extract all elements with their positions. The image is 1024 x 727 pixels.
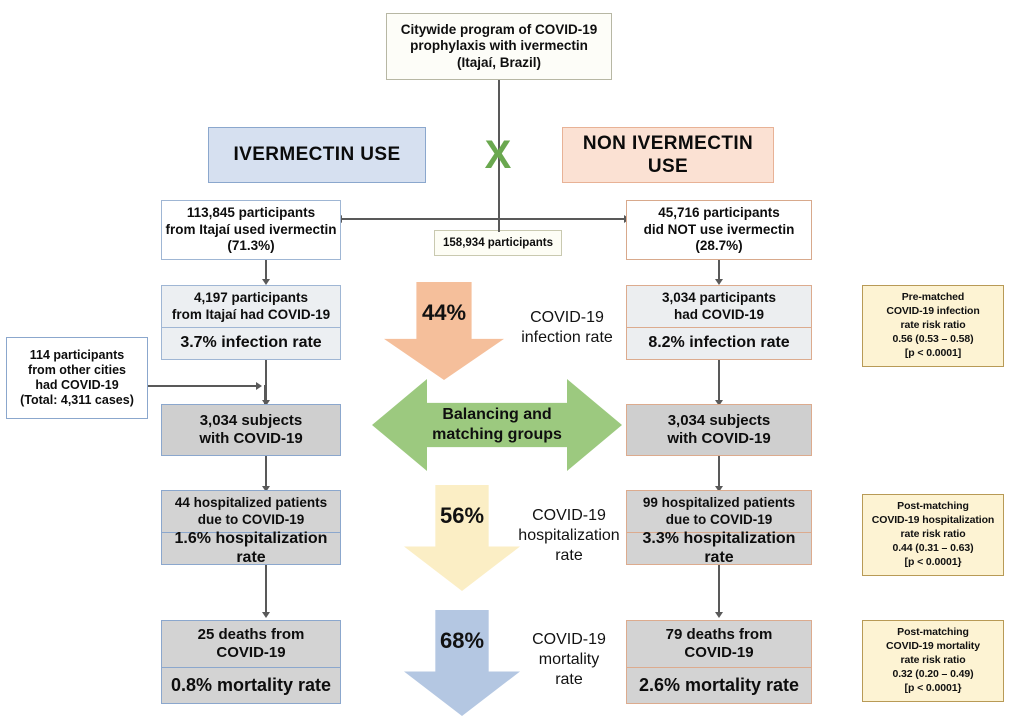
risk-ratio-title-infection: Pre-matched COVID-19 infection rate risk…	[886, 291, 980, 332]
connector-other-cities	[148, 385, 258, 387]
arrowhead-left-1	[262, 279, 270, 285]
reduction-arrow-infection: 44%	[384, 282, 504, 380]
arrowhead-left-2	[262, 400, 270, 406]
banner-ivermectin-label: IVERMECTIN USE	[233, 144, 401, 166]
total-participants-box: 158,934 participants	[434, 230, 562, 256]
risk-ratio-pvalue-mortality: [p < 0.0001}	[904, 681, 962, 694]
risk-ratio-value-hospitalization: 0.44 (0.31 – 0.63)	[892, 541, 974, 554]
reduction-value-infection: 44%	[421, 300, 467, 325]
reduction-label-mortality-text: COVID-19 mortality rate	[532, 631, 606, 688]
connector-right-3	[718, 456, 720, 490]
reduction-label-infection-text: COVID-19 infection rate	[521, 309, 613, 346]
connector-center-to-right	[498, 218, 626, 220]
left-infection-count: 4,197 participants from Itajaí had COVID…	[161, 285, 341, 328]
left-hospitalization-rate: 1.6% hospitalization rate	[161, 530, 341, 566]
right-mortality-count: 79 deaths from COVID-19	[626, 620, 812, 668]
reduction-label-infection: COVID-19 infection rate	[508, 300, 626, 356]
other-cities-text: 114 participants from other cities had C…	[20, 347, 134, 408]
reduction-value-hospitalization: 56%	[439, 503, 485, 528]
balancing-matching-arrow: Balancing and matching groups	[372, 379, 622, 471]
right-hospitalization-count: 99 hospitalized patients due to COVID-19	[626, 490, 812, 533]
left-mortality-count: 25 deaths from COVID-19	[161, 620, 341, 668]
risk-ratio-box-infection: Pre-matched COVID-19 infection rate risk…	[862, 285, 1004, 367]
arrowhead-left-4	[262, 612, 270, 618]
connector-other-cities-down	[264, 385, 266, 404]
right-hospitalization-rate: 3.3% hospitalization rate	[626, 530, 812, 566]
banner-non-ivermectin-use: NON IVERMECTIN USE	[562, 127, 774, 183]
right-infection-count: 3,034 participants had COVID-19	[626, 285, 812, 328]
split-x-glyph: X	[484, 133, 512, 177]
right-infection-rate: 8.2% infection rate	[626, 328, 812, 360]
risk-ratio-box-hospitalization: Post-matching COVID-19 hospitalization r…	[862, 494, 1004, 576]
left-participants-box: 113,845 participants from Itajaí used iv…	[161, 200, 341, 260]
connector-left-3	[265, 456, 267, 490]
program-title-text: Citywide program of COVID-19 prophylaxis…	[400, 21, 598, 70]
right-infection-box: 3,034 participants had COVID-19 8.2% inf…	[626, 285, 812, 360]
risk-ratio-value-mortality: 0.32 (0.20 – 0.49)	[892, 667, 974, 680]
arrowhead-right-4	[715, 612, 723, 618]
risk-ratio-title-mortality: Post-matching COVID-19 mortality rate ri…	[886, 626, 980, 667]
right-matched-box: 3,034 subjects with COVID-19	[626, 404, 812, 456]
risk-ratio-value-infection: 0.56 (0.53 – 0.58)	[892, 332, 974, 345]
left-infection-rate: 3.7% infection rate	[161, 328, 341, 360]
reduction-label-hospitalization: COVID-19 hospitalization rate	[513, 496, 625, 576]
left-hospitalization-box: 44 hospitalized patients due to COVID-19…	[161, 490, 341, 566]
arrowhead-left-3	[262, 486, 270, 492]
connector-right-1	[718, 260, 720, 281]
balancing-matching-label: Balancing and matching groups	[432, 406, 562, 443]
left-participants-text: 113,845 participants from Itajaí used iv…	[165, 205, 337, 254]
right-hospitalization-box: 99 hospitalized patients due to COVID-19…	[626, 490, 812, 566]
connector-right-4	[718, 565, 720, 615]
left-mortality-rate: 0.8% mortality rate	[161, 668, 341, 704]
arrowhead-other-cities	[256, 382, 262, 390]
other-cities-box: 114 participants from other cities had C…	[6, 337, 148, 419]
left-matched-text: 3,034 subjects with COVID-19	[199, 411, 303, 447]
left-matched-box: 3,034 subjects with COVID-19	[161, 404, 341, 456]
reduction-arrow-mortality: 68%	[404, 610, 520, 716]
risk-ratio-title-hospitalization: Post-matching COVID-19 hospitalization r…	[871, 500, 995, 541]
reduction-arrow-hospitalization: 56%	[404, 485, 520, 591]
left-mortality-box: 25 deaths from COVID-19 0.8% mortality r…	[161, 620, 341, 704]
program-title-box: Citywide program of COVID-19 prophylaxis…	[386, 13, 612, 80]
split-x-icon: X	[478, 133, 518, 177]
right-participants-text: 45,716 participants did NOT use ivermect…	[643, 205, 795, 254]
connector-left-2	[265, 360, 267, 404]
connector-right-2	[718, 360, 720, 404]
connector-center-to-left	[340, 218, 500, 220]
total-participants-text: 158,934 participants	[443, 236, 553, 249]
arrowhead-right-1	[715, 279, 723, 285]
right-matched-text: 3,034 subjects with COVID-19	[667, 411, 771, 447]
connector-title-to-split	[498, 80, 500, 230]
right-participants-box: 45,716 participants did NOT use ivermect…	[626, 200, 812, 260]
right-mortality-box: 79 deaths from COVID-19 2.6% mortality r…	[626, 620, 812, 704]
connector-left-4	[265, 565, 267, 615]
risk-ratio-box-mortality: Post-matching COVID-19 mortality rate ri…	[862, 620, 1004, 702]
connector-center-down-left	[498, 218, 500, 232]
arrowhead-right-2	[715, 400, 723, 406]
banner-non-ivermectin-label: NON IVERMECTIN USE	[582, 132, 754, 177]
risk-ratio-pvalue-hospitalization: [p < 0.0001}	[904, 555, 962, 568]
left-infection-box: 4,197 participants from Itajaí had COVID…	[161, 285, 341, 360]
right-mortality-rate: 2.6% mortality rate	[626, 668, 812, 704]
reduction-value-mortality: 68%	[439, 628, 485, 653]
reduction-label-hospitalization-text: COVID-19 hospitalization rate	[518, 507, 620, 564]
left-hospitalization-count: 44 hospitalized patients due to COVID-19	[161, 490, 341, 533]
arrowhead-right-3	[715, 486, 723, 492]
connector-left-1	[265, 260, 267, 281]
risk-ratio-pvalue-infection: [p < 0.0001]	[904, 346, 962, 359]
reduction-label-mortality: COVID-19 mortality rate	[513, 620, 625, 700]
banner-ivermectin-use: IVERMECTIN USE	[208, 127, 426, 183]
